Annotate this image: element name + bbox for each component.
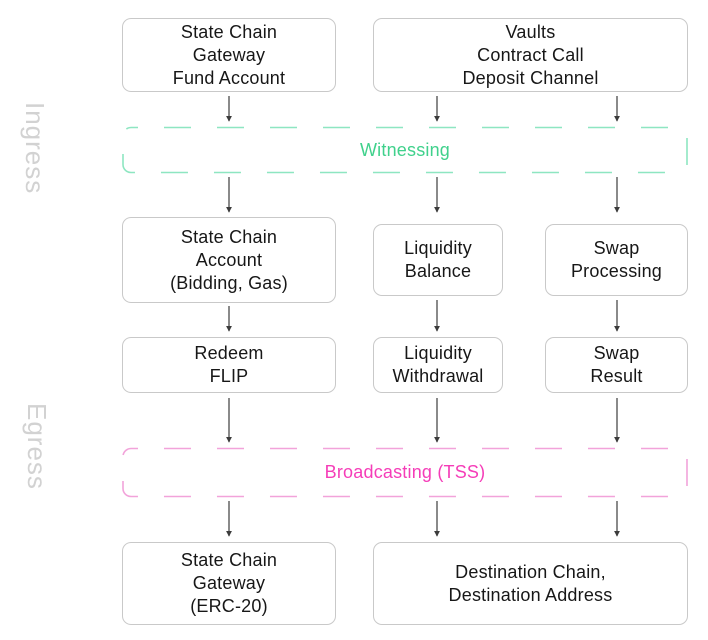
broadcasting-stage-label: Broadcasting (TSS) <box>324 462 486 482</box>
node-label: Redeem FLIP <box>194 343 264 386</box>
node-state-chain-gateway-fund-account: State Chain Gateway Fund Account <box>122 18 336 92</box>
node-label: Destination Chain, Destination Address <box>448 561 613 605</box>
witnessing-stage-label: Witnessing <box>359 139 451 160</box>
node-label: Liquidity Withdrawal <box>392 343 484 386</box>
node-state-chain-account: State Chain Account (Bidding, Gas) <box>122 217 336 303</box>
node-label: Liquidity Balance <box>404 238 472 281</box>
node-redeem-flip: Redeem FLIP <box>122 337 336 393</box>
node-state-chain-gateway-erc20: State Chain Gateway (ERC-20) <box>122 542 336 625</box>
ingress-label: Ingress <box>20 102 50 195</box>
node-label: Vaults Contract Call Deposit Channel <box>462 21 599 88</box>
egress-label: Egress <box>22 403 52 490</box>
node-swap-result: Swap Result <box>545 337 688 393</box>
node-label: State Chain Account (Bidding, Gas) <box>170 226 288 293</box>
flow-arrows <box>226 96 620 537</box>
node-label: State Chain Gateway (ERC-20) <box>180 550 278 616</box>
node-label: Swap Processing <box>570 238 663 281</box>
node-destination-chain-address: Destination Chain, Destination Address <box>373 542 688 625</box>
node-liquidity-withdrawal: Liquidity Withdrawal <box>373 337 503 393</box>
node-swap-processing: Swap Processing <box>545 224 688 296</box>
broadcasting-dashed-border <box>122 447 688 498</box>
node-vaults-contract-call-deposit-channel: Vaults Contract Call Deposit Channel <box>373 18 688 92</box>
witnessing-dashed-border <box>122 126 688 174</box>
node-label: State Chain Gateway Fund Account <box>172 21 286 88</box>
node-liquidity-balance: Liquidity Balance <box>373 224 503 296</box>
node-label: Swap Result <box>590 343 643 386</box>
